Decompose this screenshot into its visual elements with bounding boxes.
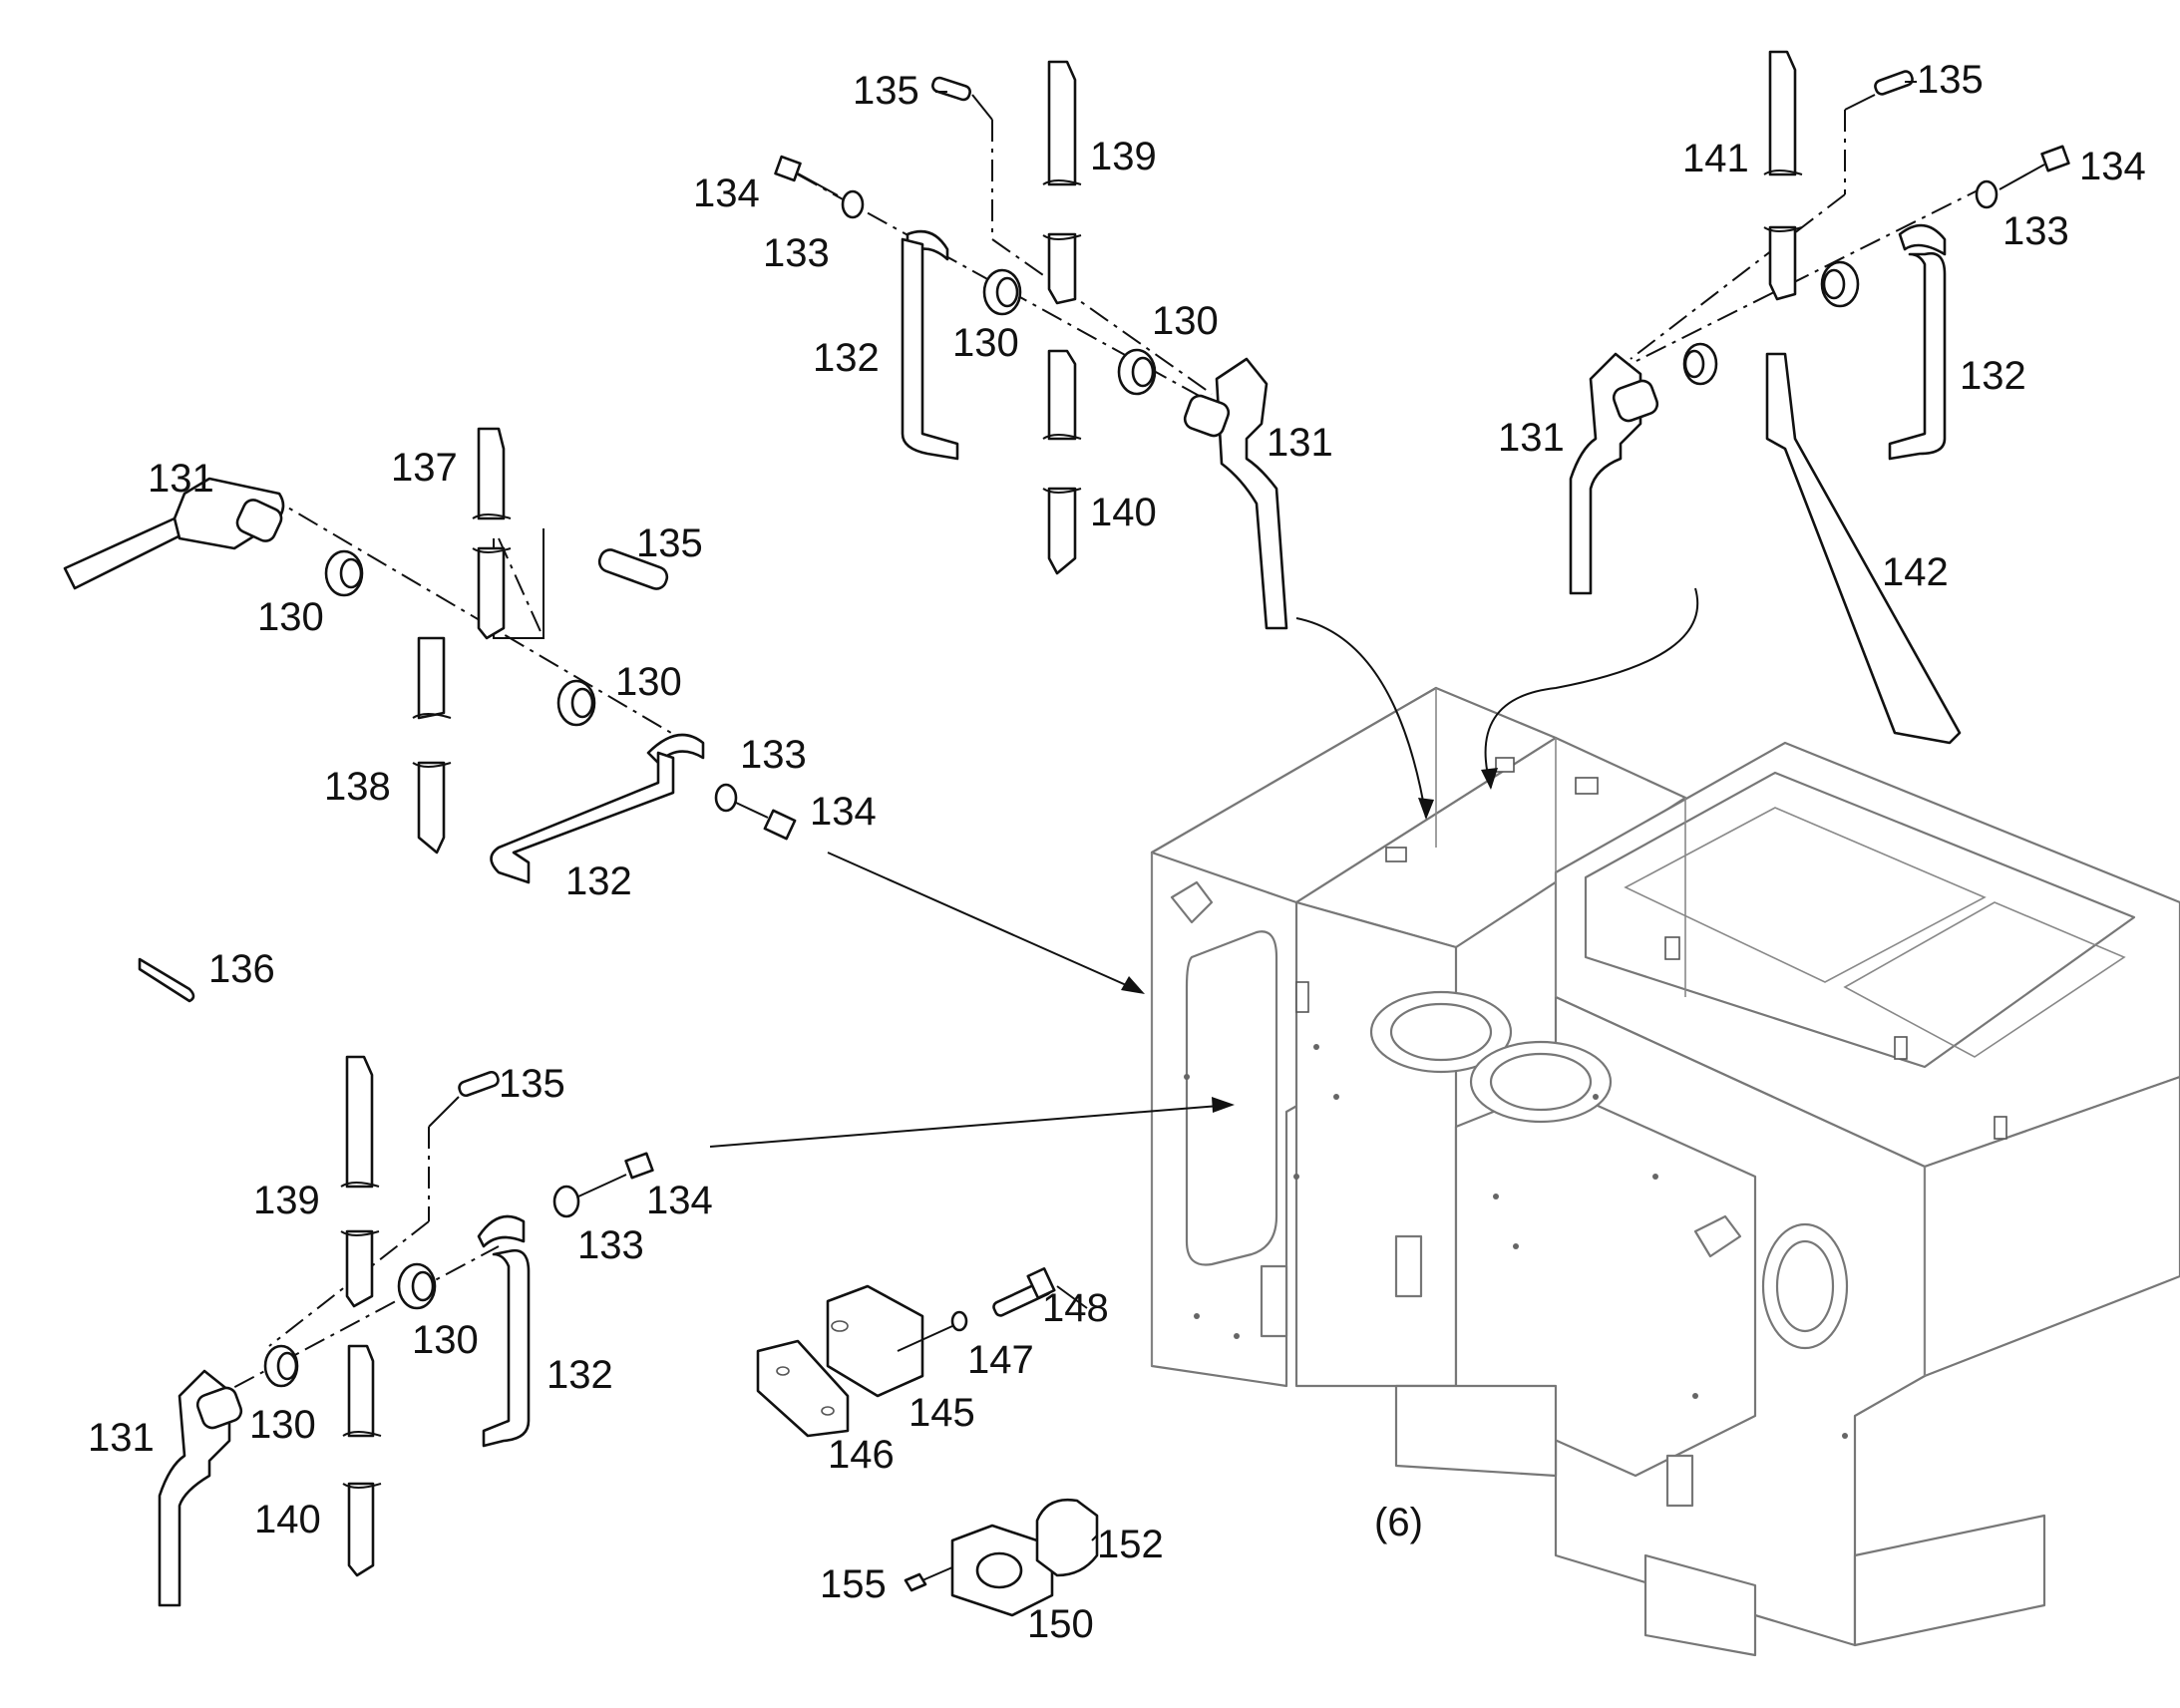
- handle-132-top: [901, 229, 959, 461]
- callout-131: 131: [1498, 416, 1565, 460]
- callout-139: 139: [1090, 135, 1157, 178]
- callout-131: 131: [88, 1416, 155, 1460]
- bolt-134-left: [735, 802, 797, 841]
- callout-133: 133: [577, 1223, 644, 1267]
- handle-132-right: [1888, 223, 1947, 461]
- pin-135-left: [597, 548, 669, 590]
- bushing-130-left-b: [556, 679, 596, 727]
- washer-133-bottom: [552, 1185, 580, 1218]
- hinge-group-top-right: [1569, 50, 2070, 745]
- bushing-130-right-b: [1682, 342, 1718, 386]
- callout-132: 132: [813, 336, 880, 380]
- link-138-left: [412, 636, 452, 854]
- link-139-top: [1042, 60, 1082, 305]
- callout-141: 141: [1682, 137, 1749, 180]
- bracket-assembly-145-146: [756, 1267, 1056, 1438]
- callout-130: 130: [615, 660, 682, 704]
- lever-131-bottom: [158, 1369, 243, 1607]
- main-frame-assembly: [1150, 686, 2180, 1657]
- callout-134: 134: [2079, 145, 2146, 188]
- link-137-left: [472, 427, 512, 640]
- link-142-right: [1765, 352, 1962, 745]
- callout-145: 145: [908, 1391, 975, 1435]
- callout-135: 135: [499, 1062, 565, 1106]
- callout-130: 130: [249, 1403, 316, 1447]
- callout-leaders: [935, 81, 1917, 1541]
- callout-135: 135: [636, 521, 703, 565]
- lever-131-top: [1183, 357, 1288, 630]
- lever-131-left: [63, 477, 285, 590]
- callout-138: 138: [324, 765, 391, 809]
- hinge-group-bottom-left: [158, 1055, 654, 1607]
- handle-132-left: [490, 733, 705, 884]
- callout-131: 131: [1267, 421, 1333, 465]
- hinge-group-middle-left: [63, 427, 797, 884]
- callout-132: 132: [1960, 354, 2026, 398]
- lever-131-right: [1569, 352, 1659, 595]
- hinge-group-top-center: [774, 60, 1288, 630]
- callout-131: 131: [148, 457, 214, 501]
- callout-142: 142: [1882, 550, 1949, 594]
- callout-137: 137: [391, 446, 458, 490]
- bushing-130-top-a: [982, 268, 1022, 316]
- callout-134: 134: [810, 790, 877, 834]
- callout-labels: 135 139 134 133 130 130 132 131 140 141 …: [88, 58, 2146, 1646]
- callout-140: 140: [1090, 491, 1157, 534]
- callout-155: 155: [820, 1562, 887, 1606]
- washer-147: [950, 1310, 968, 1332]
- bushing-130-left-a: [324, 549, 364, 597]
- bolt-148: [992, 1267, 1056, 1317]
- assembly-leader-arrows: [709, 587, 1699, 1148]
- callout-133: 133: [763, 231, 830, 275]
- callout-135: 135: [1917, 58, 1984, 102]
- callout-147: 147: [967, 1338, 1034, 1382]
- bushing-130-bottom-a: [397, 1262, 437, 1310]
- handle-132-bottom: [477, 1214, 531, 1448]
- callout-130: 130: [412, 1318, 479, 1362]
- bolt-134-right: [1998, 145, 2070, 190]
- washer-133-top: [841, 189, 865, 219]
- isolator-152: [1035, 1498, 1099, 1577]
- cotter-pin-136: [138, 957, 195, 1003]
- pin-135-right: [1874, 70, 1914, 96]
- callout-140: 140: [254, 1498, 321, 1541]
- pin-135-top: [931, 76, 971, 102]
- callout-146: 146: [828, 1433, 895, 1477]
- bushing-130-right-a: [1820, 260, 1860, 308]
- callout-152: 152: [1097, 1523, 1164, 1566]
- link-139-bottom: [340, 1055, 380, 1308]
- screw-155: [904, 1572, 927, 1592]
- pin-135-bottom: [458, 1070, 500, 1098]
- callout-139: 139: [253, 1179, 320, 1222]
- bolt-134-top: [774, 155, 839, 196]
- callout-148: 148: [1042, 1286, 1109, 1330]
- washer-133-right: [1975, 179, 1998, 209]
- link-140-bottom: [342, 1344, 382, 1577]
- link-141-right: [1763, 50, 1803, 301]
- assembly-label: (6): [1374, 1501, 1423, 1544]
- callout-130: 130: [952, 321, 1019, 365]
- callout-130: 130: [1152, 299, 1219, 343]
- washer-133-left: [714, 783, 738, 813]
- callout-133: 133: [2002, 209, 2069, 253]
- bushing-130-bottom-b: [263, 1344, 299, 1388]
- mount-assembly-150-152: [904, 1498, 1099, 1617]
- callout-136: 136: [208, 947, 275, 991]
- bushing-130-top-b: [1117, 348, 1157, 396]
- callout-150: 150: [1027, 1602, 1094, 1646]
- callout-133: 133: [740, 733, 807, 777]
- callout-130: 130: [257, 595, 324, 639]
- callout-135: 135: [853, 69, 919, 113]
- callout-132: 132: [565, 859, 632, 903]
- bolt-134-bottom: [577, 1152, 654, 1197]
- link-140-top: [1042, 349, 1082, 575]
- callout-134: 134: [693, 171, 760, 215]
- callout-132: 132: [546, 1353, 613, 1397]
- callout-134: 134: [646, 1179, 713, 1222]
